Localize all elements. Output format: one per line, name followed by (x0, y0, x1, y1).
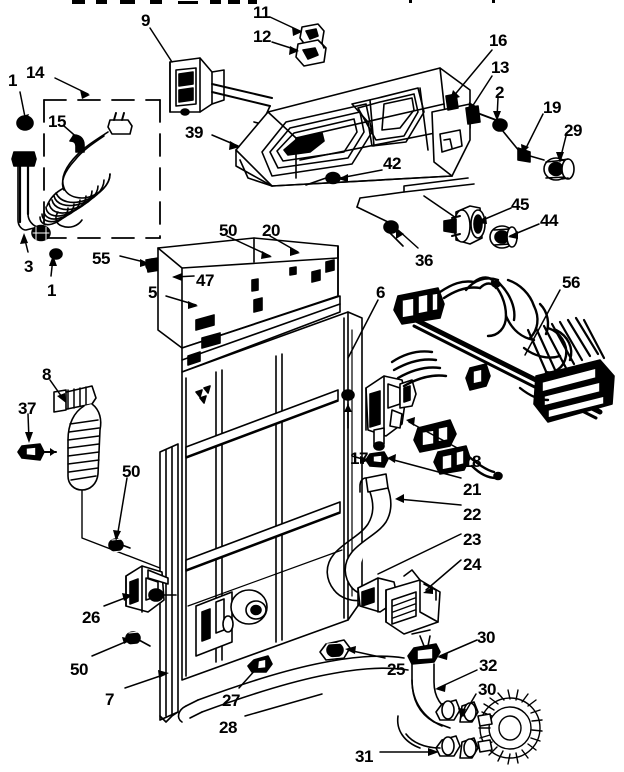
cabinet-rear-chassis (157, 237, 363, 723)
callout-31[interactable]: 31 (355, 747, 373, 766)
selector-switch-group (356, 177, 518, 249)
scan-artifact-top-row (72, 0, 495, 4)
callout-28[interactable]: 28 (219, 718, 237, 737)
lid-switch-bracket (108, 538, 177, 647)
water-inlet-valve (341, 375, 417, 468)
callout-1-lower[interactable]: 1 (47, 281, 56, 300)
callout-12[interactable]: 12 (253, 27, 271, 46)
wire-harness (390, 276, 615, 481)
callout-56[interactable]: 56 (562, 273, 580, 292)
pump-bracket-assembly (319, 569, 441, 661)
callout-21[interactable]: 21 (463, 480, 481, 499)
callout-2[interactable]: 2 (495, 83, 504, 102)
callout-42[interactable]: 42 (383, 154, 401, 173)
callout-7[interactable]: 7 (105, 690, 114, 709)
callout-19[interactable]: 19 (543, 98, 561, 117)
callout-47[interactable]: 47 (196, 271, 214, 290)
control-knob-assembly (295, 23, 327, 67)
power-cord-assembly (39, 112, 133, 228)
callout-16[interactable]: 16 (489, 31, 507, 50)
callout-50-mid[interactable]: 50 (122, 462, 140, 481)
callout-30-upper[interactable]: 30 (477, 628, 495, 647)
callout-5[interactable]: 5 (148, 283, 157, 302)
cabinet-leveling-leg (11, 115, 63, 260)
callout-6[interactable]: 6 (376, 283, 385, 302)
callout-32[interactable]: 32 (479, 656, 497, 675)
pump-hose-and-motor (396, 629, 543, 765)
callout-44[interactable]: 44 (540, 211, 558, 230)
callout-18[interactable]: 18 (463, 452, 481, 471)
callout-23[interactable]: 23 (463, 530, 481, 549)
callout-22[interactable]: 22 (463, 505, 481, 524)
callout-39[interactable]: 39 (185, 123, 203, 142)
callout-37[interactable]: 37 (18, 399, 36, 418)
callout-9[interactable]: 9 (141, 11, 150, 30)
callout-24[interactable]: 24 (463, 555, 481, 574)
callout-30-lower[interactable]: 30 (478, 680, 496, 699)
callout-55[interactable]: 55 (92, 249, 110, 268)
callout-17[interactable]: 17 (350, 449, 368, 468)
console-backsplash (235, 67, 471, 187)
vent-duct-assembly (17, 385, 161, 569)
callout-29[interactable]: 29 (564, 121, 582, 140)
callout-14[interactable]: 14 (26, 63, 44, 82)
power-cord-group-box (43, 99, 161, 239)
fill-hose-assembly (177, 473, 409, 723)
callout-11[interactable]: 11 (253, 3, 270, 22)
timer-switch-assembly (169, 57, 273, 125)
callout-36[interactable]: 36 (415, 251, 433, 270)
callout-15[interactable]: 15 (48, 112, 66, 131)
callout-3[interactable]: 3 (24, 257, 33, 276)
callout-27[interactable]: 27 (222, 691, 240, 710)
callout-26[interactable]: 26 (82, 608, 100, 627)
callout-1[interactable]: 1 (8, 71, 17, 90)
callout-50-bottom[interactable]: 50 (70, 660, 88, 679)
callout-45[interactable]: 45 (511, 195, 529, 214)
callout-8[interactable]: 8 (42, 365, 51, 384)
callout-20[interactable]: 20 (262, 221, 280, 240)
callout-13[interactable]: 13 (491, 58, 509, 77)
callout-25[interactable]: 25 (387, 660, 405, 679)
callout-50-top[interactable]: 50 (219, 221, 237, 240)
callout-leader-lines (19, 16, 567, 756)
